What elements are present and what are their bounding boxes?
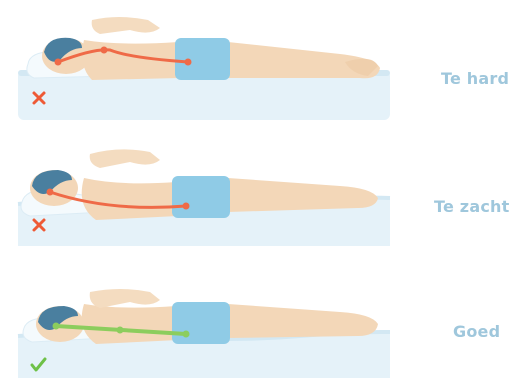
shorts bbox=[175, 38, 230, 80]
hair bbox=[38, 306, 78, 330]
arm bbox=[89, 289, 160, 308]
spine-node bbox=[182, 202, 190, 210]
verdict-label: Te zacht bbox=[434, 197, 510, 216]
panel-good: Goed bbox=[0, 252, 516, 378]
arm bbox=[91, 17, 160, 34]
spine-node bbox=[100, 46, 108, 54]
leg bbox=[228, 304, 378, 338]
torso bbox=[81, 178, 178, 220]
spine-node bbox=[116, 326, 124, 334]
sleeper-illustration bbox=[17, 289, 391, 378]
foot bbox=[345, 58, 378, 76]
spine-node bbox=[182, 330, 190, 338]
panel-too-hard: Te hard bbox=[0, 0, 516, 126]
mattress bbox=[18, 70, 390, 120]
shorts bbox=[172, 176, 230, 218]
spine-line bbox=[56, 48, 190, 64]
cross-icon bbox=[32, 91, 46, 105]
torso bbox=[81, 304, 178, 344]
sleeper-illustration bbox=[18, 17, 390, 120]
panel-too-soft: Te zacht bbox=[0, 126, 516, 252]
arm bbox=[89, 149, 160, 168]
mattress bbox=[18, 332, 390, 378]
shorts bbox=[172, 302, 230, 344]
check-icon bbox=[30, 357, 47, 372]
spine-node bbox=[52, 322, 60, 330]
spine-node bbox=[54, 58, 62, 66]
leg bbox=[228, 178, 378, 212]
sleeper-illustration bbox=[17, 149, 391, 246]
hair bbox=[44, 37, 82, 62]
spine-node bbox=[46, 188, 54, 196]
leg bbox=[228, 42, 380, 79]
spine-line bbox=[48, 190, 188, 209]
hair bbox=[32, 170, 72, 194]
verdict-label: Goed bbox=[453, 322, 501, 341]
spine-node bbox=[184, 58, 192, 66]
cross-icon bbox=[32, 218, 46, 232]
verdict-label: Te hard bbox=[441, 69, 510, 88]
